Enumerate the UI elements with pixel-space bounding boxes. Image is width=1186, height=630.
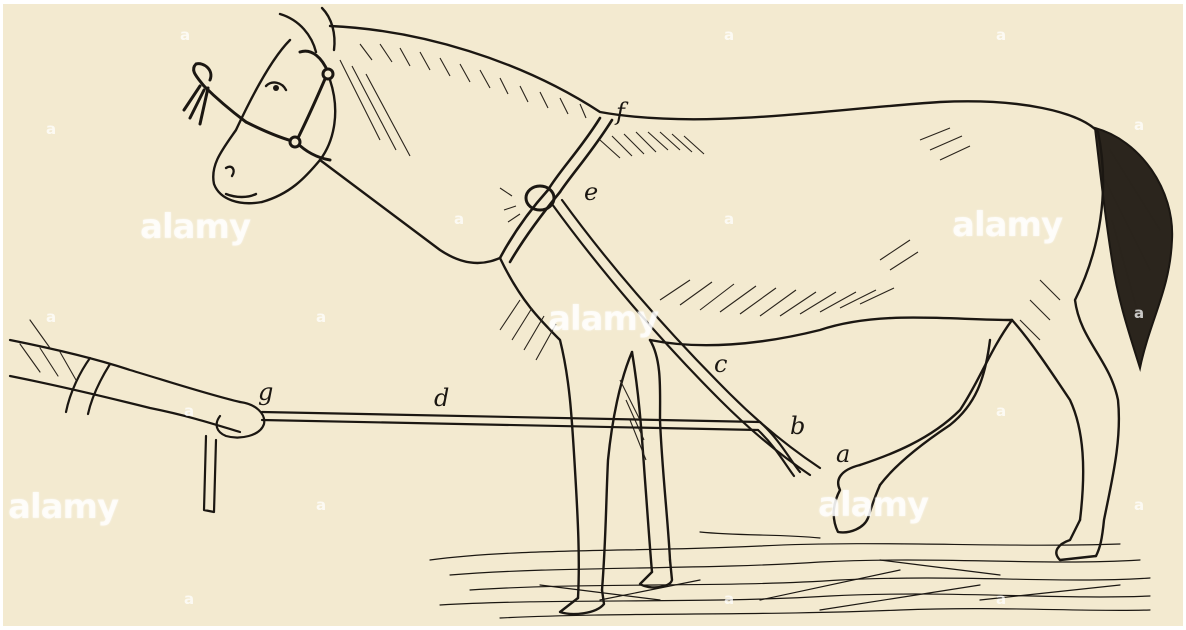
watermark-text: alamy <box>548 302 658 336</box>
watermark-mark: a <box>724 212 734 227</box>
watermark-mark: a <box>996 404 1006 419</box>
mane-shading <box>340 44 586 156</box>
label-c: c <box>714 352 727 376</box>
horse-head <box>213 8 335 203</box>
label-d: d <box>434 386 449 410</box>
horse-tail <box>1095 128 1172 368</box>
label-f: f <box>616 100 625 124</box>
watermark-mark: a <box>180 28 190 43</box>
watermark-text: alamy <box>952 208 1062 242</box>
watermark-mark: a <box>1134 498 1144 513</box>
halter <box>184 51 333 160</box>
watermark-mark: a <box>46 310 56 325</box>
watermark-mark: a <box>454 212 464 227</box>
watermark-mark: a <box>724 592 734 607</box>
label-b: b <box>790 414 805 438</box>
watermark-mark: a <box>996 592 1006 607</box>
watermark-mark: a <box>724 28 734 43</box>
label-e: e <box>584 180 598 204</box>
rod-d <box>262 412 800 476</box>
label-a: a <box>836 442 850 466</box>
label-g: g <box>258 380 273 404</box>
straw-bedding <box>430 532 1150 618</box>
watermark-mark: a <box>996 28 1006 43</box>
watermark-text: alamy <box>818 488 928 522</box>
watermark-text: alamy <box>140 210 250 244</box>
watermark-mark: a <box>46 122 56 137</box>
watermark-mark: a <box>184 592 194 607</box>
watermark-mark: a <box>316 498 326 513</box>
watermark-mark: a <box>316 310 326 325</box>
watermark-mark: a <box>1134 306 1144 321</box>
watermark-mark: a <box>1134 118 1144 133</box>
horse-body <box>320 26 1119 614</box>
handler-arm <box>10 320 264 512</box>
watermark-mark: a <box>184 404 194 419</box>
watermark-text: alamy <box>8 490 118 524</box>
